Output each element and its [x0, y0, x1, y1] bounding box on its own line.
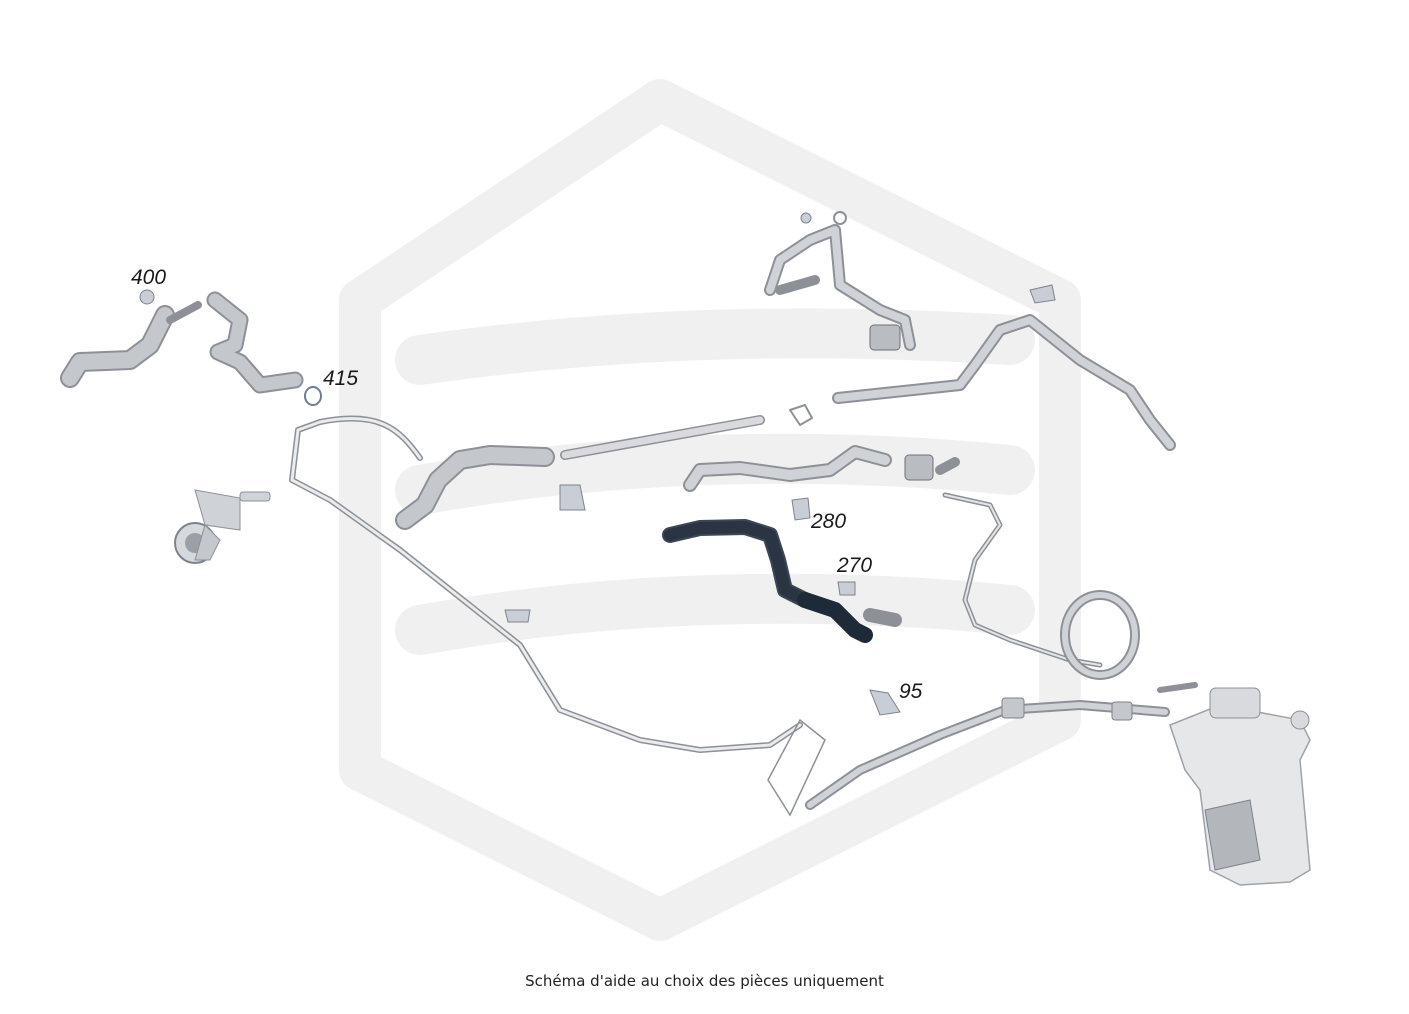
- bracket-clip-icon: [559, 484, 586, 511]
- hose-group-400: [60, 289, 304, 394]
- label-280: 280: [810, 510, 846, 533]
- reservoir-hose: [805, 682, 1198, 810]
- upper-right-hose-assembly: [764, 211, 1176, 451]
- clip-280-icon: [791, 497, 811, 521]
- thin-pipe: [289, 415, 826, 817]
- label-95: 95: [899, 680, 923, 703]
- central-left-hose: [395, 415, 765, 623]
- valve-icon: [869, 324, 901, 351]
- watermark-logo: [339, 79, 1081, 941]
- bolt-270-icon: [837, 581, 856, 596]
- pump-assembly: [174, 489, 271, 564]
- dark-coolant-hose: [662, 497, 902, 643]
- label-400: 400: [131, 266, 166, 289]
- small-clip-icon: [504, 609, 531, 623]
- diagram-caption: Schéma d'aide au choix des pièces unique…: [525, 972, 884, 990]
- seal-ring-415: [304, 386, 322, 406]
- clip-95-icon: [869, 689, 901, 716]
- clip-icon: [139, 289, 155, 305]
- connector-icon: [904, 454, 934, 481]
- reservoir-cap-icon: [1209, 687, 1261, 719]
- label-270: 270: [836, 554, 872, 577]
- label-415: 415: [323, 367, 358, 390]
- right-pipe-loop: [942, 492, 1140, 680]
- middle-hose: [683, 445, 960, 492]
- expansion-reservoir: [1169, 687, 1311, 886]
